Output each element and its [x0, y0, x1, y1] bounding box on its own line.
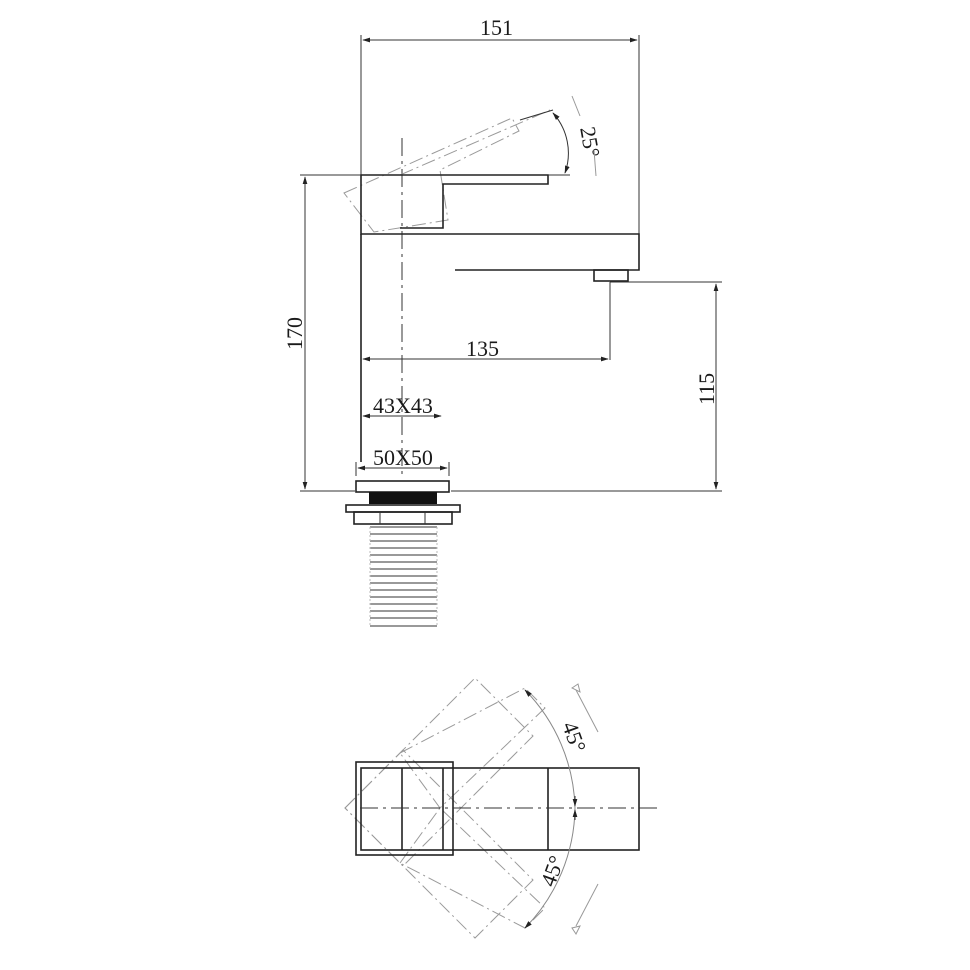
- dim-label-151: 151: [480, 15, 513, 40]
- dim-label-45-right: 45°: [535, 852, 569, 890]
- dim-label-25deg: 25°: [575, 125, 605, 160]
- dim-overall-width: 151: [360, 15, 640, 268]
- plan-body-spout: [360, 767, 640, 851]
- dim-label-45-left: 45°: [557, 718, 591, 756]
- handle: [360, 174, 549, 229]
- threaded-shank: [369, 526, 438, 627]
- gasket: [369, 492, 437, 504]
- dim-label-50x50: 50X50: [373, 445, 433, 470]
- dim-label-115: 115: [694, 373, 719, 405]
- dim-body-section: 43X43: [362, 393, 442, 419]
- tap-body: [360, 228, 722, 462]
- dim-spout-reach: 135: [362, 336, 609, 362]
- dim-handle-angle: 25°: [519, 95, 605, 177]
- dim-base-section: 50X50: [355, 445, 450, 476]
- dim-rotation-angle: 45° 45°: [524, 683, 599, 935]
- side-view: 151 25°: [282, 15, 722, 627]
- handle-ghost-rotated-left: [344, 677, 546, 867]
- handle-ghost-tilted: [343, 109, 551, 233]
- washer: [345, 504, 461, 513]
- dim-spout-height: 115: [451, 283, 722, 492]
- dim-overall-height: 170: [282, 174, 361, 492]
- base-plate: [355, 480, 450, 493]
- dim-label-43x43: 43X43: [373, 393, 433, 418]
- lock-nut: [353, 511, 453, 525]
- dim-label-170: 170: [282, 317, 307, 350]
- handle-ghost-rotated-right: [344, 749, 546, 939]
- dim-label-135: 135: [466, 336, 499, 361]
- plan-view: 45° 45°: [344, 677, 660, 939]
- aerator: [593, 269, 629, 282]
